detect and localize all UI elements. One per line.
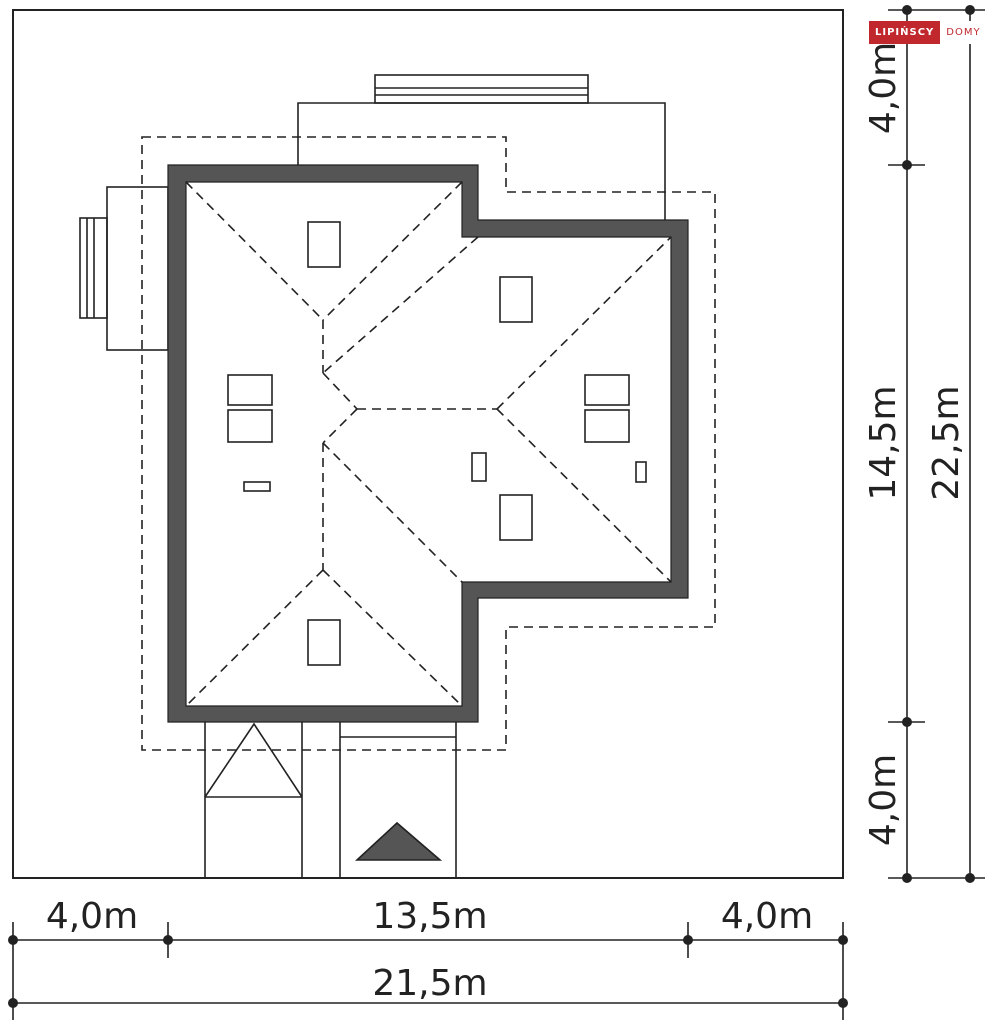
annex-outline — [297, 102, 666, 220]
roof-eaves — [141, 136, 716, 751]
dim-bottom-right: 4,0m — [721, 896, 813, 937]
dimension-lines-right — [888, 5, 985, 883]
driveway — [339, 722, 457, 878]
dim-right-total: 22,5m — [926, 385, 967, 500]
plot-boundary — [12, 9, 844, 879]
dim-right-bottom: 4,0m — [863, 754, 904, 846]
dim-bottom-total: 21,5m — [372, 963, 487, 1004]
terrace-left — [79, 186, 169, 351]
dim-right-top: 4,0m — [863, 42, 904, 134]
entrance-arrow-icon — [354, 821, 443, 861]
dim-bottom-left: 4,0m — [46, 896, 138, 937]
chimney-block — [374, 74, 589, 104]
entrance-path — [204, 722, 303, 878]
brand-logo: LIPIŃSCY DOMY — [869, 21, 987, 44]
house-walls — [167, 164, 689, 723]
dimension-lines-bottom — [8, 922, 848, 1020]
logo-suffix: DOMY — [940, 21, 987, 44]
dim-right-middle: 14,5m — [863, 385, 904, 500]
roof-windows — [227, 221, 647, 666]
dim-bottom-middle: 13,5m — [372, 896, 487, 937]
roof-ridges — [185, 181, 672, 707]
logo-brand: LIPIŃSCY — [869, 21, 941, 44]
